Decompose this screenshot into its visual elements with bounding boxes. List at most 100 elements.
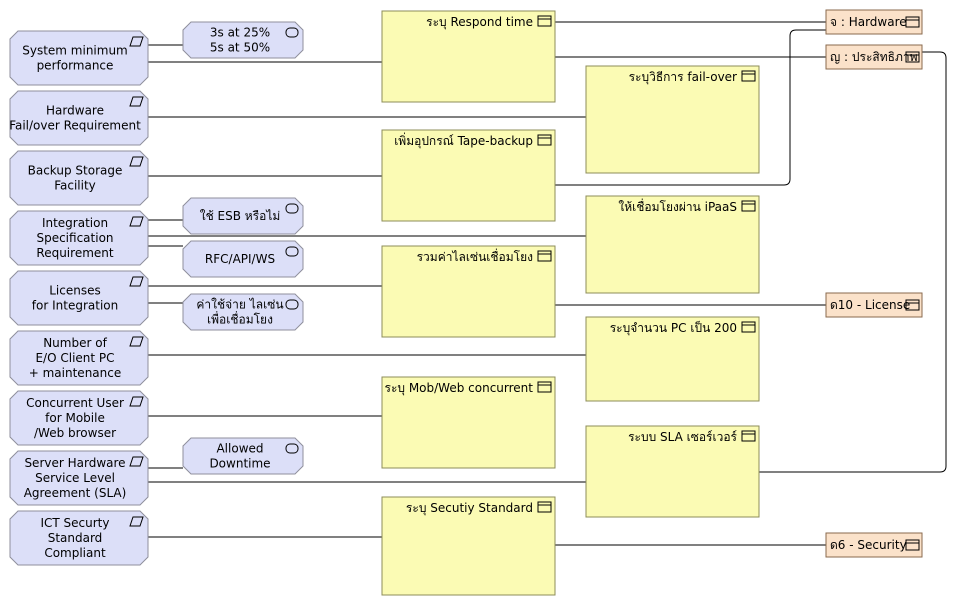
work-package-icon — [537, 15, 552, 27]
node-label-line: /Web browser — [34, 426, 116, 440]
constraint-c2[interactable]: ใช้ ESB หรือไม่ — [182, 197, 304, 235]
node-label-line: for Mobile — [45, 411, 105, 425]
work-package-shape — [585, 195, 760, 294]
deliverable-icon — [905, 539, 920, 551]
node-label-line: Agreement (SLA) — [24, 486, 127, 500]
work-package-shape — [381, 129, 556, 222]
requirement-shape — [9, 150, 149, 206]
requirement-icon — [129, 156, 144, 167]
constraint-c1[interactable]: 3s at 25%5s at 50% — [182, 21, 304, 59]
requirement-shape — [9, 510, 149, 566]
deliverable-icon — [905, 16, 920, 28]
constraint-c4[interactable]: ค่าใช้จ่าย ไลเซ่นเพื่อเชื่อมโยง — [182, 293, 304, 331]
node-label-line: performance — [37, 59, 114, 73]
requirement-icon — [129, 396, 144, 407]
work-package-w7[interactable]: ให้เชื่อมโยงผ่าน iPaaS — [585, 195, 760, 294]
requirement-shape — [9, 450, 149, 506]
requirement-icon — [129, 36, 144, 47]
node-label-line: Backup Storage — [28, 164, 123, 178]
constraint-shape — [182, 437, 304, 475]
work-package-w5[interactable]: ระบุ Secutiy Standard — [381, 496, 556, 596]
constraint-icon — [285, 246, 299, 257]
deliverable-d2[interactable]: ญ : ประสิทธิภาพ — [825, 44, 923, 70]
work-package-icon — [537, 381, 552, 393]
work-package-icon — [537, 134, 552, 146]
deliverable-title: จ : Hardware — [830, 15, 907, 29]
work-package-w8[interactable]: ระบุจำนวน PC เป็น 200 — [585, 316, 760, 402]
requirement-r6[interactable]: Number ofE/O Client PC+ maintenance — [9, 330, 149, 386]
work-package-icon — [741, 321, 756, 333]
work-package-icon — [741, 200, 756, 212]
requirement-shape — [9, 90, 149, 146]
work-package-w9[interactable]: ระบบ SLA เซอร์เวอร์ — [585, 425, 760, 518]
node-label-line: Specification — [36, 231, 113, 245]
work-package-w2[interactable]: เพิ่มอุปกรณ์ Tape-backup — [381, 129, 556, 222]
requirement-shape — [9, 270, 149, 326]
work-package-title: ระบุ Secutiy Standard — [406, 501, 533, 516]
node-label-line: Licenses — [49, 284, 101, 298]
work-package-icon — [741, 430, 756, 442]
nodes-layer: System minimumperformanceHardwareFail/ov… — [9, 9, 923, 596]
connection-w2-d1[interactable] — [555, 29, 826, 186]
node-label-line: Standard — [48, 531, 103, 545]
connection-w9-d2[interactable] — [759, 51, 947, 473]
requirement-icon — [129, 336, 144, 347]
node-label-line: ใช้ ESB หรือไม่ — [200, 209, 281, 223]
node-label-line: Fail/over Requirement — [9, 119, 141, 133]
work-package-shape — [381, 376, 556, 469]
work-package-shape — [585, 425, 760, 518]
work-package-title: ระบุ Respond time — [426, 15, 533, 30]
work-package-w4[interactable]: ระบุ Mob/Web concurrent — [381, 376, 556, 469]
work-package-title: ระบุจำนวน PC เป็น 200 — [610, 320, 737, 336]
node-label-line: 5s at 50% — [210, 41, 270, 55]
node-label-line: RFC/API/WS — [205, 252, 275, 266]
requirement-icon — [129, 276, 144, 287]
work-package-shape — [381, 245, 556, 338]
deliverable-icon — [905, 299, 920, 311]
work-package-icon — [741, 70, 756, 82]
node-label-line: Service Level — [35, 471, 115, 485]
node-label-line: เพื่อเชื่อมโยง — [207, 311, 273, 327]
work-package-title: ระบบ SLA เซอร์เวอร์ — [628, 430, 737, 444]
deliverable-title: ด6 - Security — [830, 538, 907, 552]
work-package-w3[interactable]: รวมค่าไลเซ่นเชื่อมโยง — [381, 245, 556, 338]
work-package-title: ระบุ Mob/Web concurrent — [385, 381, 534, 396]
constraint-shape — [182, 197, 304, 235]
requirement-icon — [129, 516, 144, 527]
constraint-shape — [182, 293, 304, 331]
deliverable-d1[interactable]: จ : Hardware — [825, 9, 923, 35]
work-package-w1[interactable]: ระบุ Respond time — [381, 10, 556, 103]
node-label-line: Compliant — [44, 546, 106, 560]
work-package-shape — [585, 316, 760, 402]
requirement-icon — [129, 456, 144, 467]
constraint-icon — [285, 299, 299, 310]
work-package-icon — [537, 501, 552, 513]
node-label-line: Requirement — [36, 246, 113, 260]
deliverable-d3[interactable]: ด10 - License — [825, 292, 923, 318]
requirement-icon — [129, 96, 144, 107]
constraint-icon — [285, 27, 299, 38]
connections-layer — [148, 21, 947, 546]
deliverable-shape — [825, 532, 923, 558]
requirement-shape — [9, 30, 149, 86]
constraint-c3[interactable]: RFC/API/WS — [182, 240, 304, 278]
requirement-icon — [129, 216, 144, 227]
node-label-line: System minimum — [22, 44, 128, 58]
work-package-title: เพิ่มอุปกรณ์ Tape-backup — [394, 132, 533, 149]
deliverable-d4[interactable]: ด6 - Security — [825, 532, 923, 558]
work-package-title: ให้เชื่อมโยงผ่าน iPaaS — [618, 198, 737, 214]
constraint-icon — [285, 203, 299, 214]
constraint-shape — [182, 240, 304, 278]
work-package-w6[interactable]: ระบุวิธีการ fail-over — [585, 65, 760, 174]
node-label-line: Server Hardware — [24, 456, 125, 470]
